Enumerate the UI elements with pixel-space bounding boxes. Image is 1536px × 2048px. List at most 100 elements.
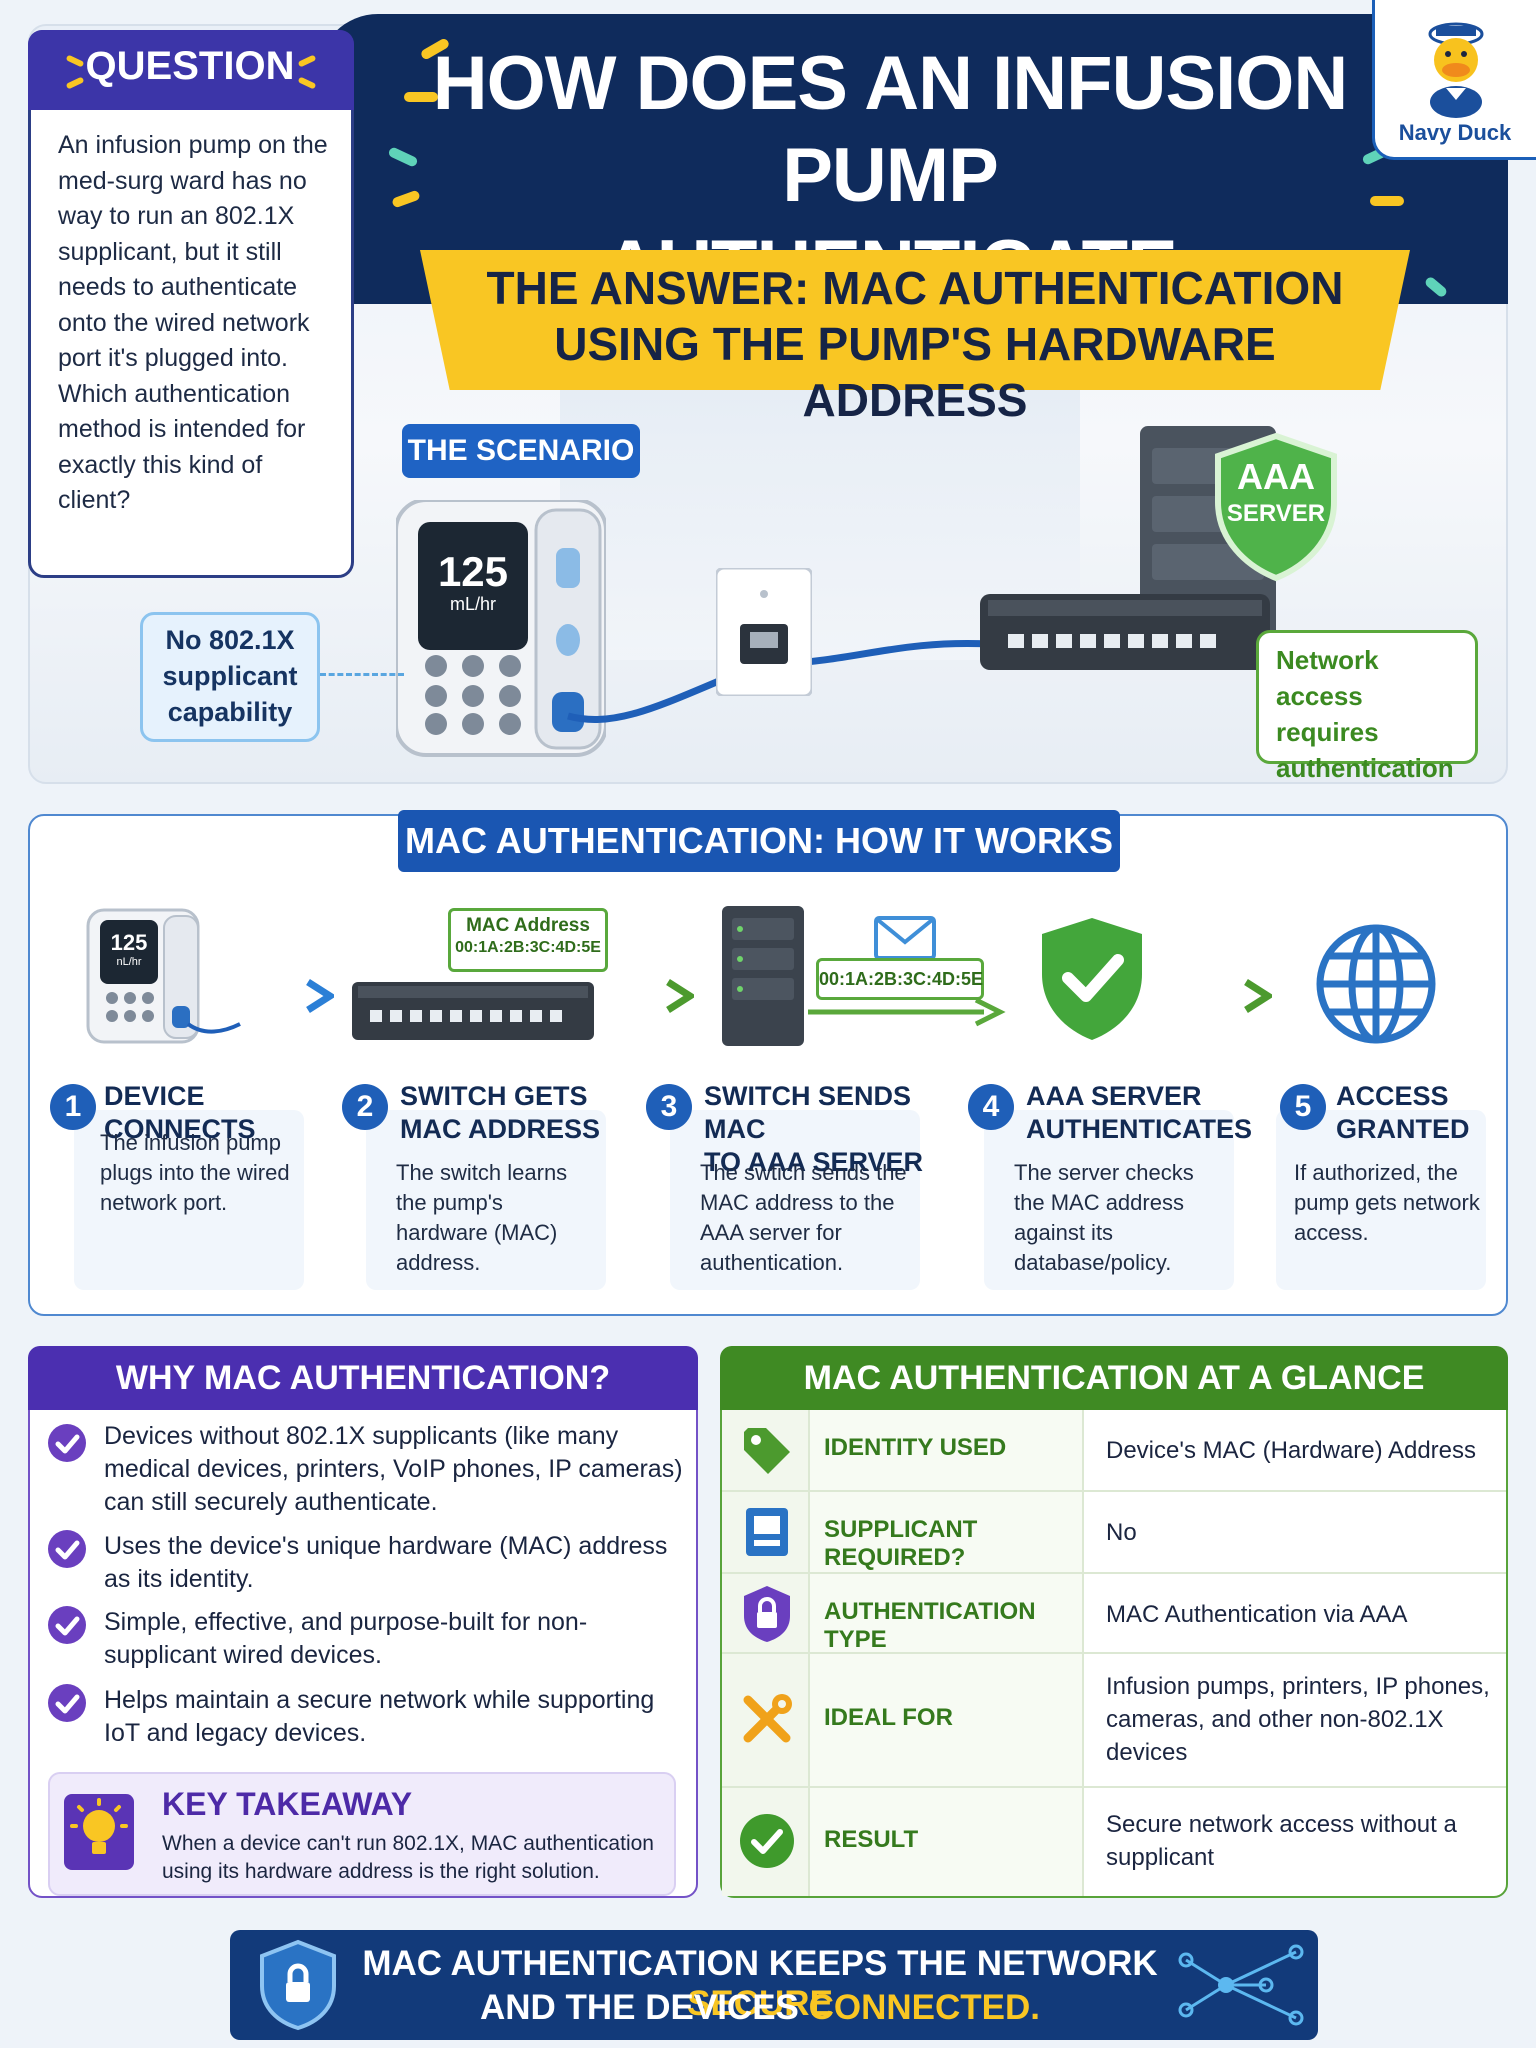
check-circle-icon [48,1606,86,1644]
infusion-pump-icon [86,908,241,1044]
callout-line: requires [1276,717,1379,747]
dashed-connector [320,673,404,676]
network-switch-icon [352,982,594,1040]
step-title: ACCESS GRANTED [1336,1080,1486,1146]
takeaway-title: KEY TAKEAWAY [162,1786,413,1822]
step-title: DEVICE CONNECTS [104,1080,324,1146]
arrow-right-icon [808,997,1006,1027]
mac-tag-label: MAC Address [466,915,590,936]
glance-value: Infusion pumps, printers, IP phones, cam… [1106,1673,1490,1766]
callout-line: Network access [1276,645,1379,711]
step-title: AAA SERVER AUTHENTICATES [1026,1080,1252,1146]
table-row-divider [722,1490,1506,1492]
arrow-right-icon [622,979,694,1013]
glance-label: RESULT [824,1826,919,1853]
callout-line: capability [167,697,293,727]
device-icon [746,1508,788,1556]
step-title: SWITCH SENDS MAC TO AAA SERVER [704,1080,944,1179]
shield-check-icon [1042,918,1142,1040]
takeaway-text: When a device can't run 802.1X, MAC auth… [162,1832,654,1883]
infusion-pump-icon [396,500,606,757]
table-row-divider [722,1786,1506,1788]
check-icon [740,1814,794,1868]
step-number: 5 [1280,1084,1326,1130]
glance-value: No [1106,1519,1137,1546]
footer-line-1: MAC AUTHENTICATION KEEPS THE NETWORK SEC… [340,1944,1180,2024]
step-number: 4 [968,1084,1014,1130]
sparkle-decoration [404,92,438,102]
shield-icon [1215,432,1337,582]
pump-rate: 125 [437,548,509,595]
step-card-2 [366,1110,606,1290]
why-title: WHY MAC AUTHENTICATION? [115,1359,611,1397]
step-title-line: DEVICE CONNECTS [104,1081,256,1144]
callout-line: authentication [1276,753,1454,783]
callout-line: supplicant [162,661,298,691]
aaa-server-rack-icon [980,426,1276,670]
glance-label: AUTHENTICATION TYPE [824,1598,1036,1653]
how-title: MAC AUTHENTICATION: HOW IT WORKS [405,820,1113,861]
pump-unit: nL/hr [116,956,142,968]
glance-title: MAC AUTHENTICATION AT A GLANCE [803,1359,1425,1397]
wall-port-icon [716,568,812,696]
brand-name: Navy Duck [1398,120,1512,145]
glance-label: IDEAL FOR [824,1704,953,1731]
step-number: 3 [646,1084,692,1130]
lightbulb-icon [64,1794,134,1870]
footer-highlight: SECURE [687,1984,833,2023]
pump-rate: 125 [110,930,148,955]
step-title-line: AUTHENTICATES [1026,1114,1252,1144]
footer-text: MAC AUTHENTICATION KEEPS THE NETWORK [362,1944,1158,1983]
step-number: 1 [50,1084,96,1130]
table-row-divider [722,1572,1506,1574]
step-card-1 [74,1110,304,1290]
step-card-3 [670,1110,920,1290]
envelope-icon [874,916,936,960]
arrow-right-icon [262,979,334,1013]
why-item: Uses the device's unique hardware (MAC) … [104,1532,668,1593]
step-title-line: TO AAA SERVER [704,1147,924,1177]
why-item: Devices without 802.1X supplicants (like… [104,1422,683,1516]
no-supplicant-callout [140,612,320,742]
step-number: 2 [342,1084,388,1130]
footer-text: AND THE DEVICES [479,1988,809,2027]
step-title-line: GRANTED [1336,1114,1470,1144]
check-circle-icon [48,1424,86,1462]
check-circle-icon [48,1684,86,1722]
check-circle-icon [48,1530,86,1568]
arrow-right-icon [1200,979,1272,1013]
network-nodes-icon [1178,1944,1304,2026]
no-supplicant-text: No 802.1X supplicant capability [146,622,314,730]
why-item: Helps maintain a secure network while su… [104,1686,655,1747]
step-title-line: SWITCH GETS [400,1081,588,1111]
step-title: SWITCH GETS MAC ADDRESS [400,1080,620,1146]
sparkle-decoration [1370,196,1404,206]
step-description: If authorized, the pump gets network acc… [1294,1160,1480,1245]
scenario-label: THE SCENARIO [402,424,640,478]
glance-value: Secure network access without a supplica… [1106,1811,1457,1871]
tag-icon [744,1428,790,1474]
glance-header [720,1346,1508,1410]
answer-line-2: USING THE PUMP'S HARDWARE ADDRESS [554,318,1276,426]
step-description: The server checks the MAC address agains… [1014,1160,1194,1275]
glance-value: Device's MAC (Hardware) Address [1106,1437,1477,1464]
answer-text: THE ANSWER: MAC AUTHENTICATION USING THE… [450,260,1380,428]
mac-tag-value: 00:1A:2B:3C:4D:5E [455,939,601,956]
globe-icon [1316,924,1436,1044]
lock-icon [744,1586,790,1642]
title-line-1: HOW DOES AN INFUSION PUMP [432,41,1349,218]
why-header [28,1346,698,1410]
step-description: The infusion pump plugs into the wired n… [100,1130,290,1215]
footer-banner [230,1930,1318,2040]
glance-label: IDENTITY USED [824,1434,1007,1461]
step-title-line: ACCESS [1336,1081,1449,1111]
answer-line-1: THE ANSWER: MAC AUTHENTICATION [486,262,1344,314]
network-requirement-callout [1256,630,1478,764]
callout-line: No 802.1X [165,625,295,655]
duck-mascot-icon [1428,22,1484,118]
why-item: Simple, effective, and purpose-built for… [104,1608,588,1669]
footer-line-2: AND THE DEVICES CONNECTED. [340,1988,1180,2028]
pump-unit: mL/hr [449,594,496,614]
step-title-line: AAA SERVER [1026,1081,1202,1111]
server-tower-icon [722,906,804,1046]
